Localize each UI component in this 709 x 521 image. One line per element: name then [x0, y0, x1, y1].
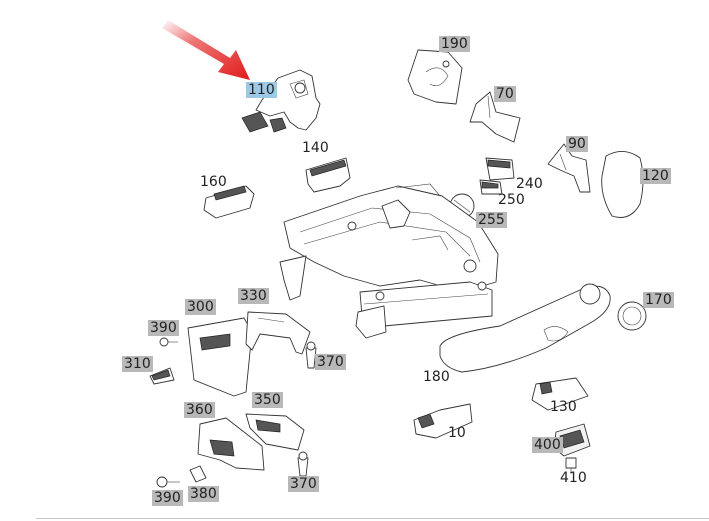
label-90[interactable]: 90	[566, 136, 588, 152]
label-370-top[interactable]: 370	[315, 354, 346, 370]
label-160[interactable]: 160	[200, 174, 227, 190]
label-120[interactable]: 120	[640, 168, 671, 184]
label-10[interactable]: 10	[448, 425, 466, 441]
label-390-bottom[interactable]: 390	[152, 490, 183, 506]
part-300-cover[interactable]	[187, 317, 253, 397]
label-170[interactable]: 170	[643, 292, 674, 308]
label-250[interactable]: 250	[498, 192, 525, 208]
label-380[interactable]: 380	[188, 486, 219, 502]
part-360-bracket[interactable]	[197, 417, 265, 471]
label-400[interactable]: 400	[532, 437, 563, 453]
label-330[interactable]: 330	[238, 288, 269, 304]
pointer-arrow-icon	[162, 20, 250, 80]
part-390-screw-top[interactable]	[159, 337, 178, 347]
part-180-side-shield[interactable]	[439, 283, 611, 373]
part-120-cover[interactable]	[601, 151, 644, 218]
label-350[interactable]: 350	[252, 392, 283, 408]
part-140-switch[interactable]	[305, 157, 351, 193]
part-110-cover[interactable]	[241, 69, 321, 133]
seat-frame	[279, 183, 499, 339]
part-250-connector[interactable]	[479, 179, 503, 195]
label-130[interactable]: 130	[550, 399, 577, 415]
label-255[interactable]: 255	[476, 212, 507, 228]
label-360[interactable]: 360	[184, 402, 215, 418]
part-190-panel[interactable]	[407, 49, 463, 105]
label-240[interactable]: 240	[516, 176, 543, 192]
part-350-bracket[interactable]	[245, 413, 305, 451]
part-370-fastener-bottom[interactable]	[297, 451, 309, 477]
part-330-bracket[interactable]	[245, 311, 311, 355]
part-240-clip[interactable]	[485, 157, 515, 181]
label-300[interactable]: 300	[185, 299, 216, 315]
label-180[interactable]: 180	[423, 369, 450, 385]
part-310-clip[interactable]	[149, 367, 175, 385]
part-170-knob[interactable]	[617, 301, 647, 331]
bottom-divider	[36, 518, 709, 519]
part-10-handle[interactable]	[413, 403, 473, 439]
label-140[interactable]: 140	[302, 140, 329, 156]
label-70[interactable]: 70	[494, 86, 516, 102]
part-390-screw-bottom[interactable]	[156, 476, 180, 488]
label-310[interactable]: 310	[122, 356, 153, 372]
part-380-clip[interactable]	[189, 465, 207, 483]
part-160-switch[interactable]	[203, 185, 255, 219]
part-130-trim[interactable]	[531, 377, 589, 411]
label-110[interactable]: 110	[246, 82, 277, 98]
part-370-fastener-top[interactable]	[305, 341, 317, 369]
part-410-screw[interactable]	[565, 457, 577, 474]
label-410[interactable]: 410	[560, 470, 587, 486]
label-190[interactable]: 190	[439, 36, 470, 52]
part-70-bracket[interactable]	[469, 91, 521, 143]
label-390-top[interactable]: 390	[148, 320, 179, 336]
label-370-bottom[interactable]: 370	[288, 476, 319, 492]
